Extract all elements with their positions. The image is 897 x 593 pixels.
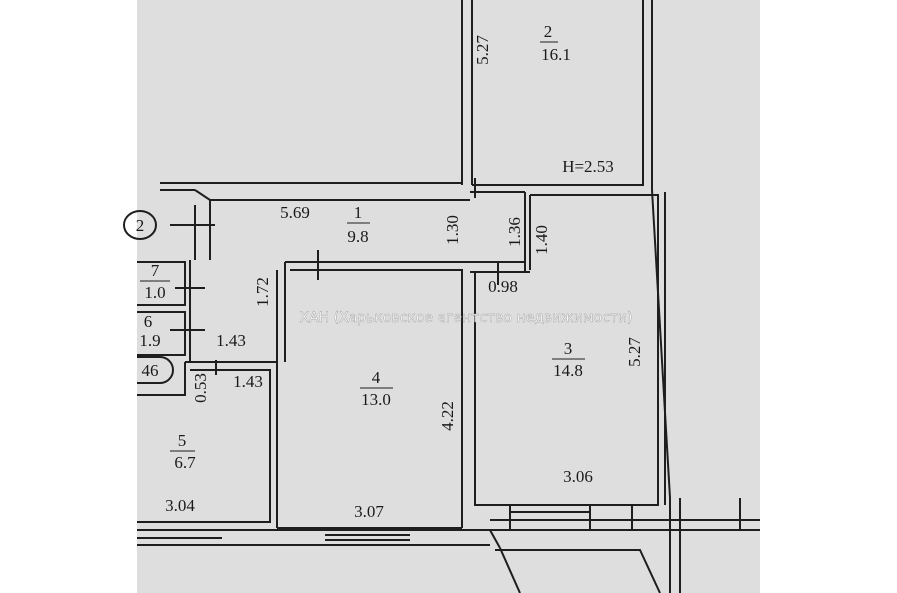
dim-room3-side: 5.27 [625,337,644,367]
watermark: ХАН (Харьковское агентство недвижимости) [300,310,633,326]
dim-1-30: 1.30 [443,215,462,245]
walls [123,0,760,593]
dimension-labels: 5.27 H=2.53 5.69 1.30 1.36 1.40 1.72 0.9… [165,35,644,521]
marker-circle-top: 2 [136,216,145,235]
dim-0-98: 0.98 [488,277,518,296]
dim-room4-width: 3.07 [354,502,384,521]
room-6-number: 6 [144,312,153,331]
room-5-number: 5 [178,431,187,450]
room-1-area: 9.8 [347,227,368,246]
dim-room5-width: 3.04 [165,496,195,515]
dim-1-40: 1.40 [532,225,551,255]
room-5-area: 6.7 [174,453,196,472]
paper-background [137,0,760,593]
dim-1-72: 1.72 [253,277,272,307]
dim-room4-side: 4.22 [438,401,457,431]
room-4-number: 4 [372,368,381,387]
dim-1-36: 1.36 [505,217,524,247]
ceiling-height: H=2.53 [562,157,614,176]
dim-1-43-bottom: 1.43 [233,372,263,391]
marker-circle-bottom: 46 [142,361,159,380]
room-3-area: 14.8 [553,361,583,380]
room-7-number: 7 [151,261,160,280]
dim-1-43-top: 1.43 [216,331,246,350]
room-2-area: 16.1 [541,45,571,64]
room-6-area: 1.9 [139,331,160,350]
room-4-area: 13.0 [361,390,391,409]
dim-room2-side: 5.27 [473,35,492,65]
room-1-number: 1 [354,203,363,222]
dim-room1-length: 5.69 [280,203,310,222]
dim-room3-width: 3.06 [563,467,593,486]
room-labels: 2 16.1 1 9.8 3 14.8 4 13.0 5 6.7 7 1.0 6… [136,22,585,472]
room-7-area: 1.0 [144,283,165,302]
room-3-number: 3 [564,339,573,358]
room-2-number: 2 [544,22,553,41]
dim-0-53: 0.53 [191,373,210,403]
